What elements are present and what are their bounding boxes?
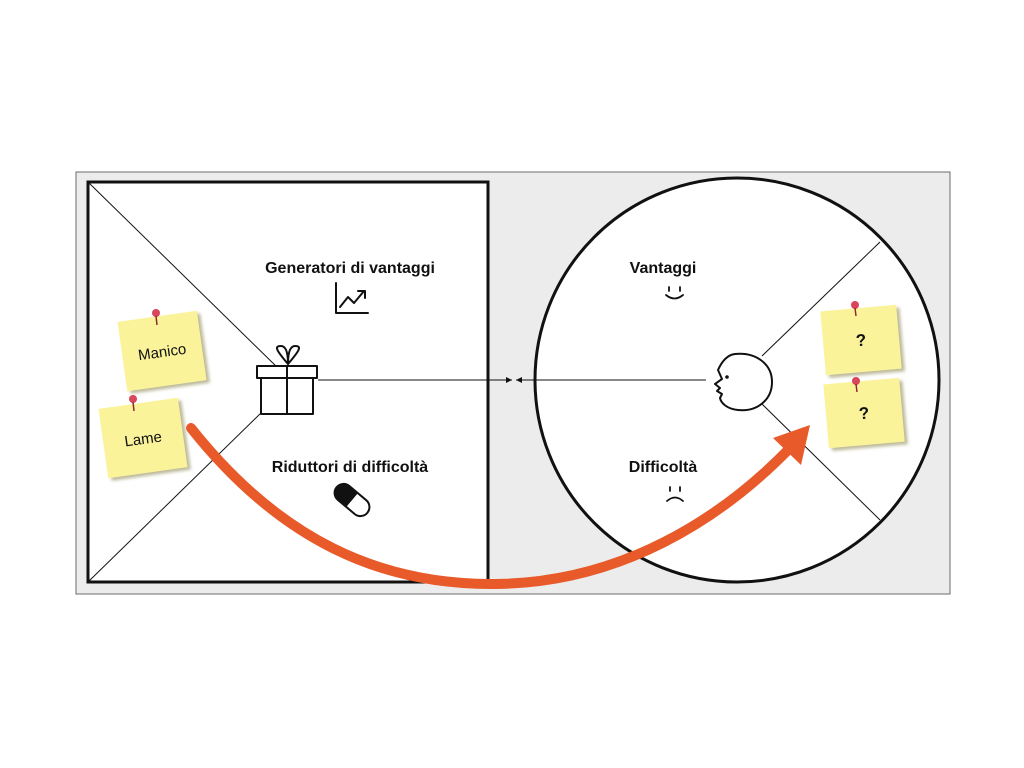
pin-icon	[851, 301, 859, 317]
pin-icon	[852, 377, 860, 393]
fit-arrow-left-head	[516, 377, 522, 383]
chart-trend-icon	[335, 282, 369, 314]
pill-icon	[333, 482, 371, 518]
gain-creators-label: Generatori di vantaggi	[265, 260, 435, 277]
gift-icon	[256, 345, 318, 415]
curved-arrow-icon	[186, 423, 810, 590]
sticky-note: ?	[823, 377, 905, 449]
sticky-note: Manico	[117, 310, 207, 392]
face-profile-icon	[714, 352, 773, 412]
pin-icon	[152, 309, 160, 326]
sticky-note: Lame	[98, 397, 188, 479]
pain-relievers-label: Riduttori di difficoltà	[272, 459, 429, 476]
value-map-diagonal-top	[87, 181, 281, 371]
smile-icon	[665, 286, 684, 300]
sticky-note: ?	[820, 304, 902, 376]
customer-profile-divider-bottom	[761, 403, 881, 521]
value-map: Generatori di vantaggi Riduttori di diff…	[86, 180, 512, 584]
sticky-note-text: Manico	[137, 341, 187, 365]
gains-label: Vantaggi	[630, 260, 697, 277]
frown-icon	[666, 486, 684, 502]
sticky-note-text: Lame	[123, 428, 163, 450]
curved-arrow-head	[773, 425, 810, 465]
sticky-note-text: ?	[858, 404, 870, 424]
customer-profile: Vantaggi Difficoltà ?	[516, 176, 941, 584]
value-map-diagonal-bottom	[87, 411, 263, 583]
pains-label: Difficoltà	[629, 459, 698, 476]
fit-arrow-right-head	[506, 377, 512, 383]
sticky-note-text: ?	[855, 331, 867, 351]
pin-icon	[129, 395, 137, 412]
customer-profile-divider-top	[761, 241, 881, 357]
curved-arrow-shaft	[186, 423, 795, 590]
